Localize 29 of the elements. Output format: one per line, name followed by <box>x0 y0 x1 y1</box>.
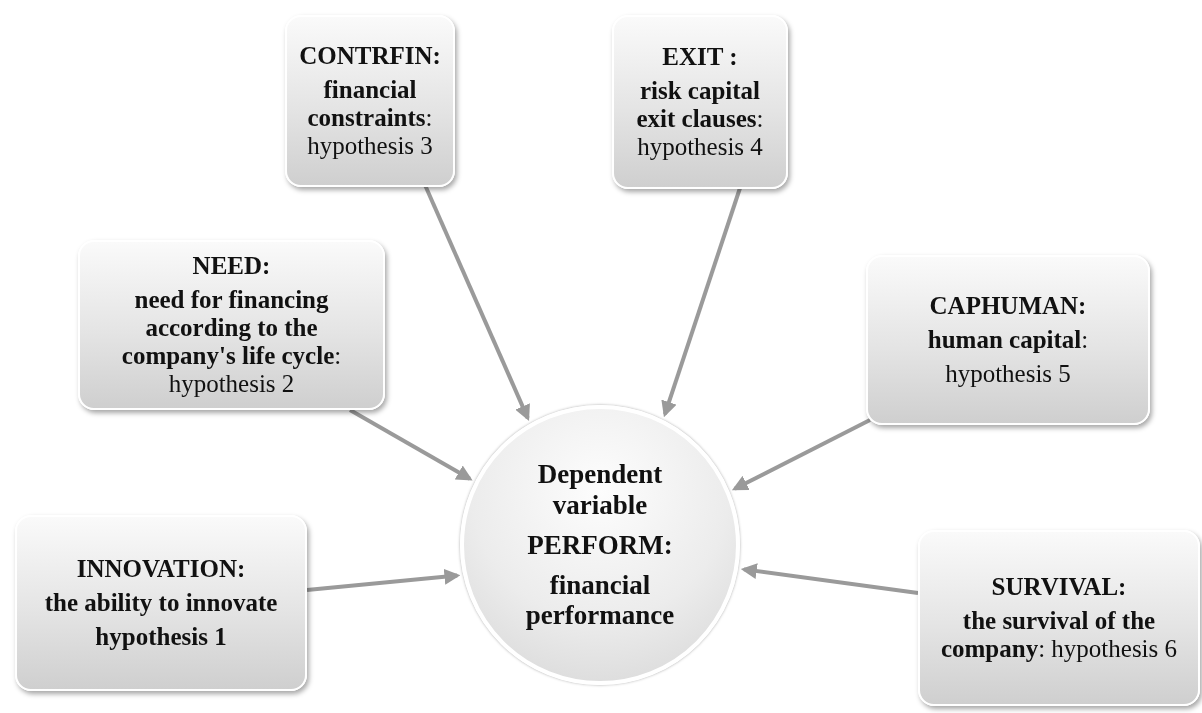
node-text: need for financing according to the company's life cycle: hypothesis 2 <box>120 286 343 398</box>
node-text: hypothesis 1 <box>95 623 227 651</box>
arrow <box>306 568 461 592</box>
node-text: the survival of the company: hypothesis 6 <box>939 607 1179 663</box>
node-text: the ability to innovate <box>44 589 278 617</box>
node-heading: SURVIVAL: <box>991 573 1127 601</box>
arrow <box>661 187 742 418</box>
node-text: financial performance <box>524 570 676 631</box>
arrow <box>349 408 473 481</box>
node-text: risk capital exit clauses: hypothesis 4 <box>635 77 765 161</box>
node-heading: INNOVATION: <box>76 555 246 583</box>
node-heading: NEED: <box>192 252 271 280</box>
hypothesis-box <box>285 15 455 187</box>
node-text: PERFORM: <box>527 529 673 561</box>
node-heading: EXIT : <box>662 43 738 71</box>
node-text: hypothesis 5 <box>945 360 1071 388</box>
hypothesis-box <box>866 255 1150 425</box>
node-heading: CONTRFIN: <box>299 42 441 70</box>
node-heading: CAPHUMAN: <box>929 292 1087 320</box>
arrow <box>740 563 919 595</box>
hypothesis-box <box>918 530 1200 706</box>
node-heading: Dependent variable <box>536 459 664 520</box>
node-text: human capital: <box>927 326 1089 354</box>
hypothesis-box <box>78 240 385 410</box>
arrow <box>423 184 530 422</box>
arrow <box>731 418 871 491</box>
node-text: financial constraints: hypothesis 3 <box>306 76 434 160</box>
hypothesis-box <box>612 15 788 189</box>
hypothesis-box <box>15 515 307 691</box>
